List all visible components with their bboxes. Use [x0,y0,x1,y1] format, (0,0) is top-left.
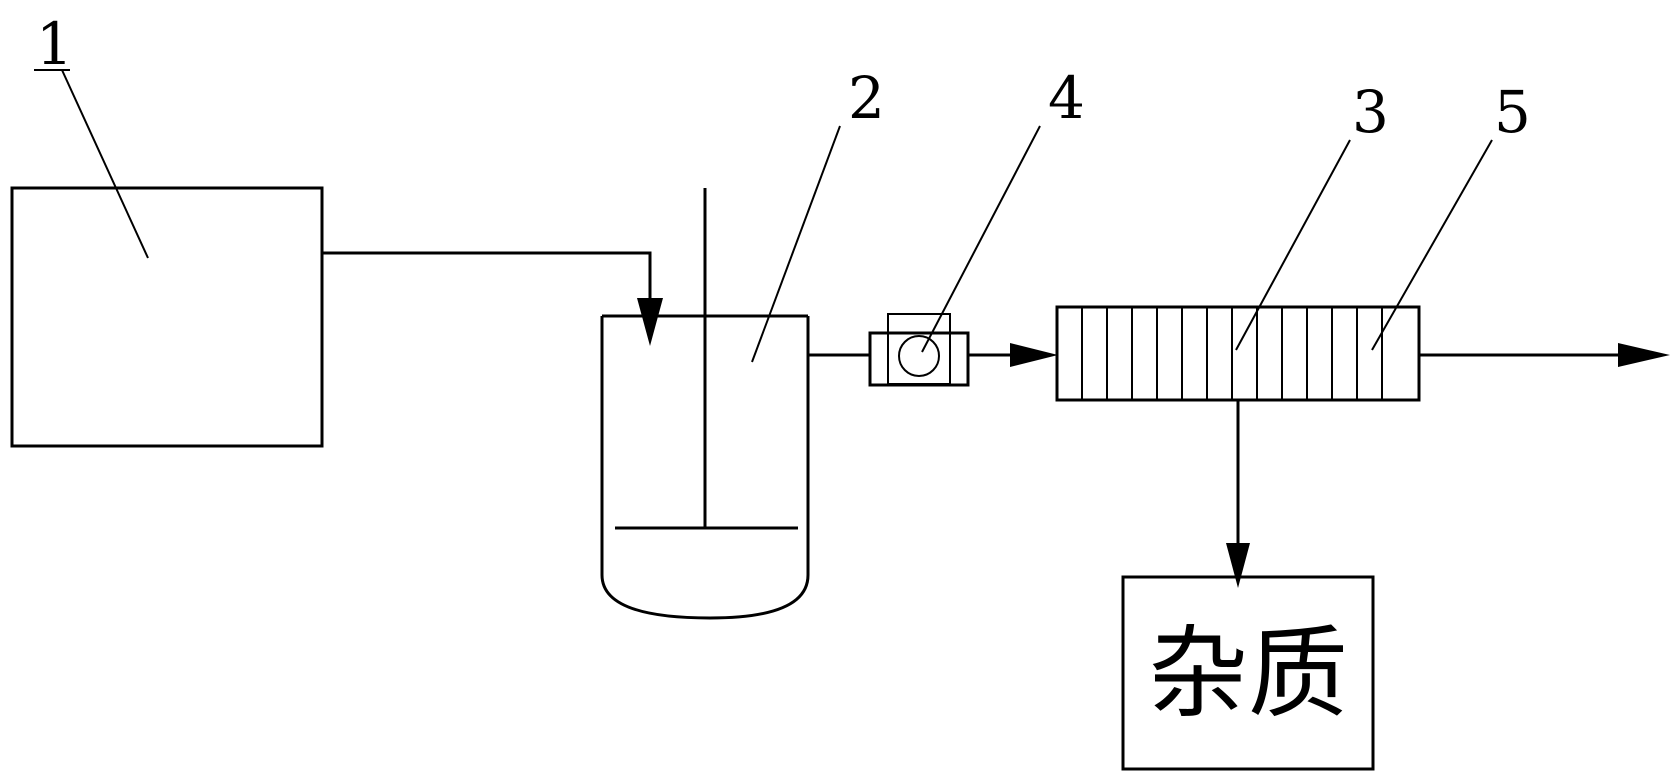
callout-3-leader [1235,139,1351,351]
component-2-vessel [600,316,810,620]
callout-2-leader [751,125,841,363]
component-1-box [10,186,324,448]
callout-3-label: 3 [1352,78,1389,146]
pump-outlet-arrowhead [1010,343,1058,367]
callout-2-label: 2 [848,64,885,132]
feed-line [322,251,652,300]
feed-arrowhead [637,298,663,346]
callout-4-leader [921,125,1041,353]
component-4-pump-body [868,331,970,387]
callout-5-leader [1371,139,1493,351]
callout-5-label: 5 [1494,78,1531,146]
callout-4-label: 4 [1048,64,1085,132]
component-4-pump-inner [887,313,951,385]
impurity-box [1121,575,1375,771]
impurity-discharge-arrowhead [1226,543,1250,588]
callout-1-leader [61,69,149,259]
impurity-label: 杂质 [1148,615,1348,732]
filtrate-outlet-arrowhead [1618,343,1670,367]
callout-1-label: 1 [36,10,73,78]
component-4-pump-rotor [898,335,940,377]
component-3-filter [1055,305,1421,402]
